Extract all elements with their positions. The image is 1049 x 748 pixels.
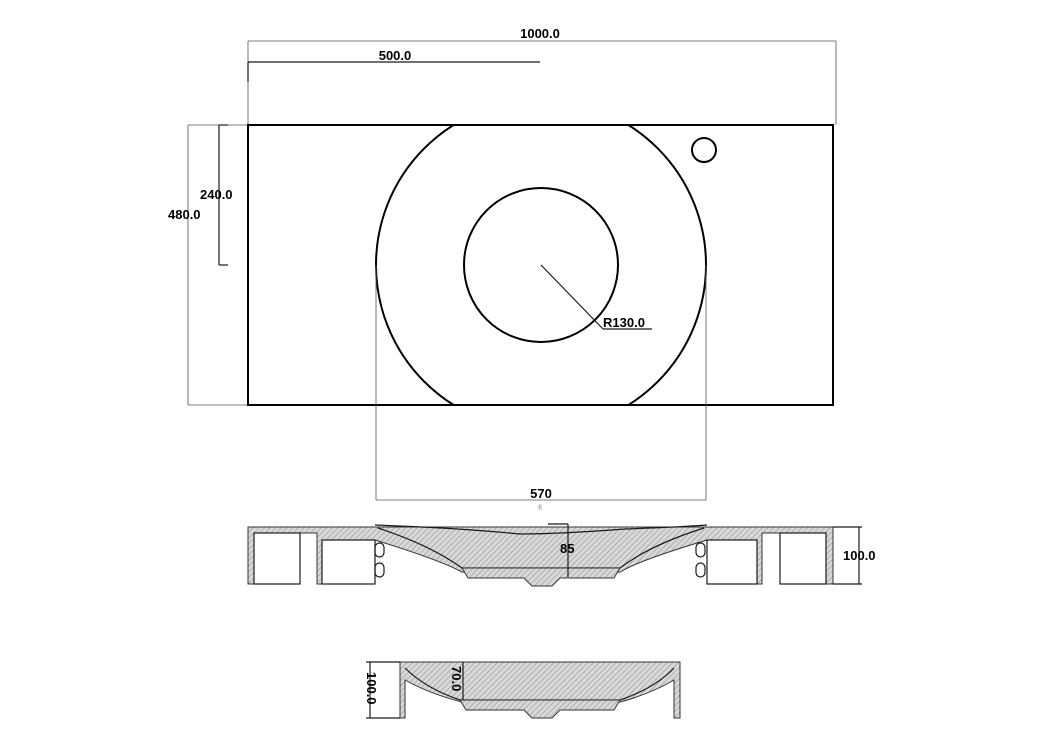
bowl-width-label: 570 — [530, 486, 552, 501]
side-slab — [399, 661, 681, 719]
counter-outline — [247, 124, 834, 406]
overall-width-label: 1000.0 — [520, 26, 560, 41]
front-left-cavity — [321, 539, 376, 585]
faucet-hole — [691, 137, 717, 163]
front-bowl-surface — [374, 524, 708, 535]
top-view: 1000.0 500.0 480.0 240.0 R130.0 — [168, 26, 837, 512]
half-depth-label: 240.0 — [200, 187, 233, 202]
side-drain — [459, 699, 621, 719]
front-slot-1 — [374, 542, 385, 558]
side-height-label: 100.0 — [364, 672, 379, 705]
radius-leader — [540, 264, 604, 330]
side-bowl-depth-label: 70.0 — [449, 666, 464, 691]
front-slot-4 — [695, 562, 706, 578]
overall-depth-label: 480.0 — [168, 207, 201, 222]
half-width-label: 500.0 — [379, 48, 412, 63]
radius-label: R130.0 — [603, 315, 645, 330]
bowl-depth-label: 85 — [560, 541, 574, 556]
side-section-view: 100.0 70.0 — [364, 661, 681, 719]
front-drain — [461, 567, 621, 587]
front-right-leg — [779, 532, 827, 585]
front-slot-2 — [374, 562, 385, 578]
front-slot-3 — [695, 542, 706, 558]
front-right-cavity — [706, 539, 758, 585]
front-height-label: 100.0 — [843, 548, 876, 563]
front-left-leg — [253, 532, 301, 585]
front-section-view: 100.0 85 — [247, 523, 876, 587]
small-note: fl — [538, 505, 542, 512]
drain-circle — [463, 187, 619, 343]
